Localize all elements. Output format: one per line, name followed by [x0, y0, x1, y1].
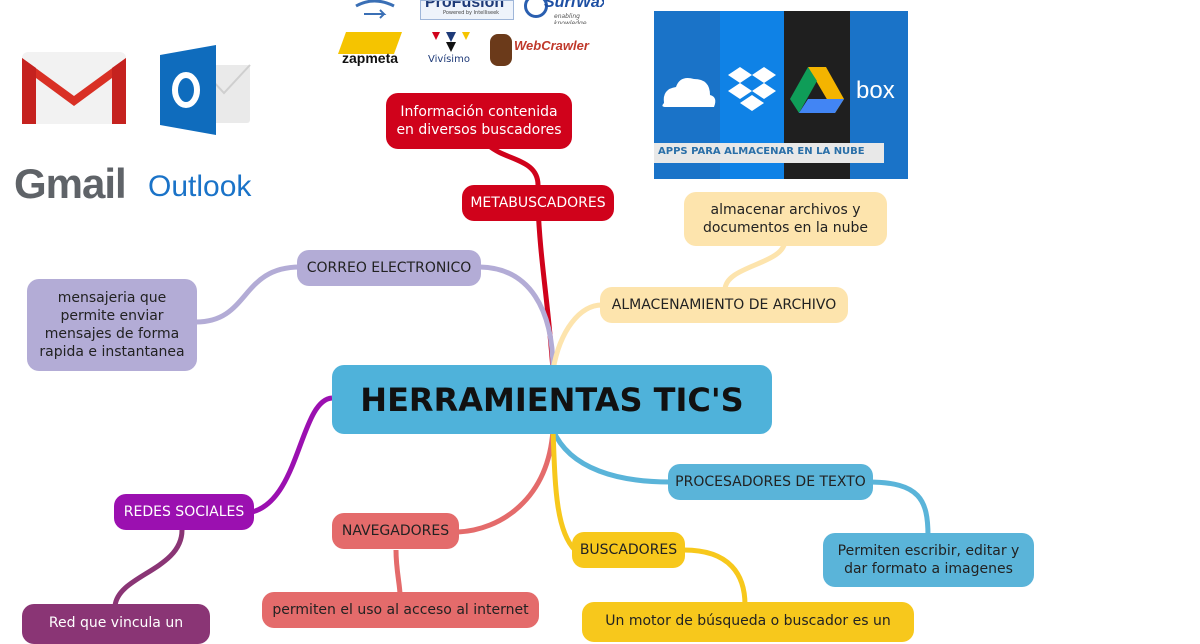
central-node: HERRAMIENTAS TIC'S	[332, 365, 772, 434]
zapmeta-label: zapmeta	[342, 50, 399, 66]
surfwax-sublabel: enabling knowledge	[554, 13, 587, 24]
detail-navegadores: permiten el uso al acceso al internet	[262, 592, 539, 628]
surfwax-logo: SurfWax enabling knowledge	[522, 0, 604, 24]
branch-almacenamiento: ALMACENAMIENTO DE ARCHIVO	[600, 287, 848, 323]
connector-correo-detail	[195, 264, 301, 325]
surfwax-wave-icon	[524, 0, 548, 18]
connector-buscadores	[550, 429, 577, 552]
connector-redes	[251, 395, 333, 515]
branch-metabuscadores: METABUSCADORES	[462, 185, 614, 221]
gmail-icon	[20, 50, 128, 126]
webcrawler-label: WebCrawler	[514, 38, 589, 53]
outlook-icon	[158, 45, 253, 135]
connector-redes-detail	[112, 529, 185, 607]
connector-procesadores-detail	[867, 479, 931, 537]
connector-almacenamiento	[550, 302, 603, 371]
connector-navegadores-detail	[393, 549, 403, 596]
detail-procesadores: Permiten escribir, editar y dar formato …	[823, 533, 1034, 587]
detail-correo-electronico: mensajeria que permite enviar mensajes d…	[27, 279, 197, 371]
detail-redes-sociales: Red que vincula un	[22, 604, 210, 644]
outlook-wordmark: Outlook	[148, 170, 252, 203]
cloud-caption-bar: APPS PARA ALMACENAR EN LA NUBE	[654, 143, 884, 163]
google-drive-icon	[790, 67, 844, 113]
cloud-caption: APPS PARA ALMACENAR EN LA NUBE	[658, 146, 865, 157]
detail-almacenamiento: almacenar archivos y documentos en la nu…	[684, 192, 887, 246]
dropbox-icon	[728, 67, 776, 111]
detail-buscadores: Un motor de búsqueda o buscador es un	[582, 602, 914, 642]
connector-buscadores-detail	[683, 547, 748, 606]
vivisimo-label: Vivísimo	[428, 54, 470, 65]
branch-redes-sociales: REDES SOCIALES	[114, 494, 254, 530]
profusion-logo: ProFusion Powered by Intelliseek	[420, 0, 514, 20]
zapmeta-logo: zapmeta	[337, 30, 403, 70]
gmail-wordmark: Gmail	[14, 160, 127, 207]
branch-procesadores: PROCESADORES DE TEXTO	[668, 464, 873, 500]
connector-almacenamiento-detail	[722, 239, 788, 291]
metasearch-logo-partial	[354, 0, 406, 20]
connector-procesadores	[550, 428, 671, 485]
detail-metabuscadores: Información contenida en diversos buscad…	[386, 93, 572, 149]
cloud-apps-image: box APPS PARA ALMACENAR EN LA NUBE	[654, 11, 908, 179]
branch-correo-electronico: CORREO ELECTRONICO	[297, 250, 481, 286]
branch-navegadores: NAVEGADORES	[332, 513, 459, 549]
surfwax-label: SurfWax	[544, 0, 604, 11]
vivisimo-logo: Vivísimo	[428, 30, 474, 70]
profusion-label: ProFusion	[425, 0, 505, 11]
onedrive-icon	[662, 78, 716, 107]
connector-layer	[112, 121, 931, 607]
webcrawler-logo: WebCrawler	[490, 32, 596, 70]
connector-navegadores	[457, 429, 556, 535]
vivisimo-icon	[432, 32, 470, 52]
profusion-sublabel: Powered by Intelliseek	[443, 10, 500, 16]
webcrawler-spider-icon	[490, 34, 512, 66]
branch-buscadores: BUSCADORES	[572, 532, 685, 568]
box-label: box	[856, 77, 895, 104]
connector-correo	[479, 264, 556, 371]
